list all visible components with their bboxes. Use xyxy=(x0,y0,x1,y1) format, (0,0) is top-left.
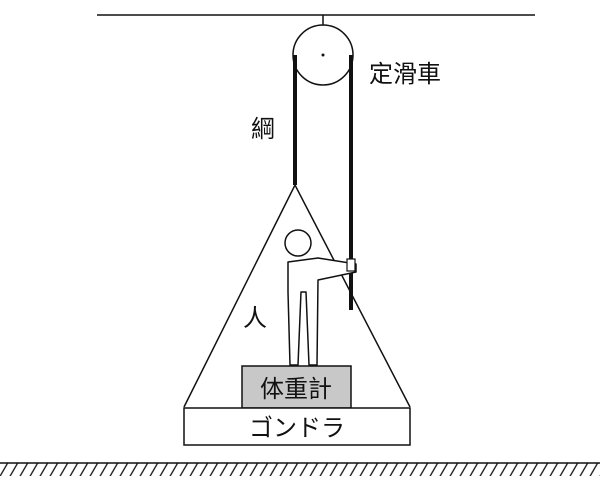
rope-label: 綱 xyxy=(251,115,275,143)
ground-hatch xyxy=(0,463,600,476)
gondola-label: ゴンドラ xyxy=(249,414,345,442)
gondola-suspension xyxy=(183,183,411,408)
person-body xyxy=(287,257,357,366)
pulley-label: 定滑車 xyxy=(369,60,441,88)
gondola-box xyxy=(183,407,411,446)
pulley-axle xyxy=(321,53,325,57)
person-head xyxy=(284,229,312,257)
person-hand xyxy=(346,258,356,272)
scale-label: 体重計 xyxy=(260,375,332,403)
scale-box xyxy=(241,365,352,409)
person-label: 人 xyxy=(243,304,267,332)
